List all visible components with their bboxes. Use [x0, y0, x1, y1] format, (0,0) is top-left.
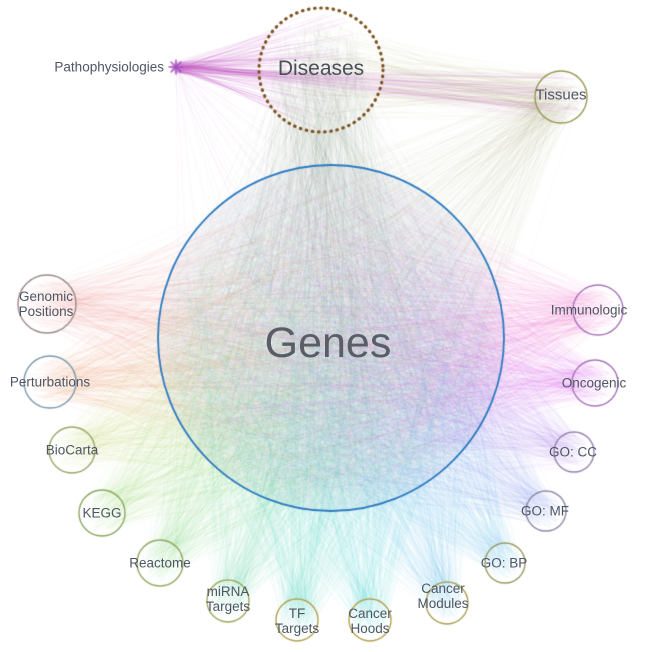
node-label-mirna-targets[interactable]: miRNA Targets — [205, 583, 251, 614]
node-label-reactome[interactable]: Reactome — [129, 555, 191, 571]
node-label-genomic-positions[interactable]: Genomic Positions — [18, 288, 74, 319]
node-label-kegg[interactable]: KEGG — [82, 505, 122, 521]
node-label-oncogenic[interactable]: Oncogenic — [561, 375, 627, 391]
node-label-go-bp[interactable]: GO: BP — [480, 555, 528, 571]
node-label-immunologic[interactable]: Immunologic — [550, 302, 628, 318]
node-label-biocarta[interactable]: BioCarta — [45, 442, 99, 458]
node-label-tissues[interactable]: Tissues — [535, 86, 587, 104]
node-label-cancer-hoods[interactable]: Cancer Hoods — [348, 605, 392, 636]
node-label-go-mf[interactable]: GO: MF — [521, 503, 569, 519]
node-label-tf-targets[interactable]: TF Targets — [274, 605, 320, 636]
node-label-perturbations[interactable]: Perturbations — [9, 374, 91, 390]
node-label-genes[interactable]: Genes — [264, 318, 392, 367]
node-label-pathophysiologies[interactable]: Pathophysiologies — [54, 59, 164, 75]
node-label-go-cc[interactable]: GO: CC — [548, 444, 598, 460]
node-label-cancer-modules[interactable]: Cancer Modules — [417, 580, 469, 611]
node-label-diseases[interactable]: Diseases — [277, 57, 365, 81]
